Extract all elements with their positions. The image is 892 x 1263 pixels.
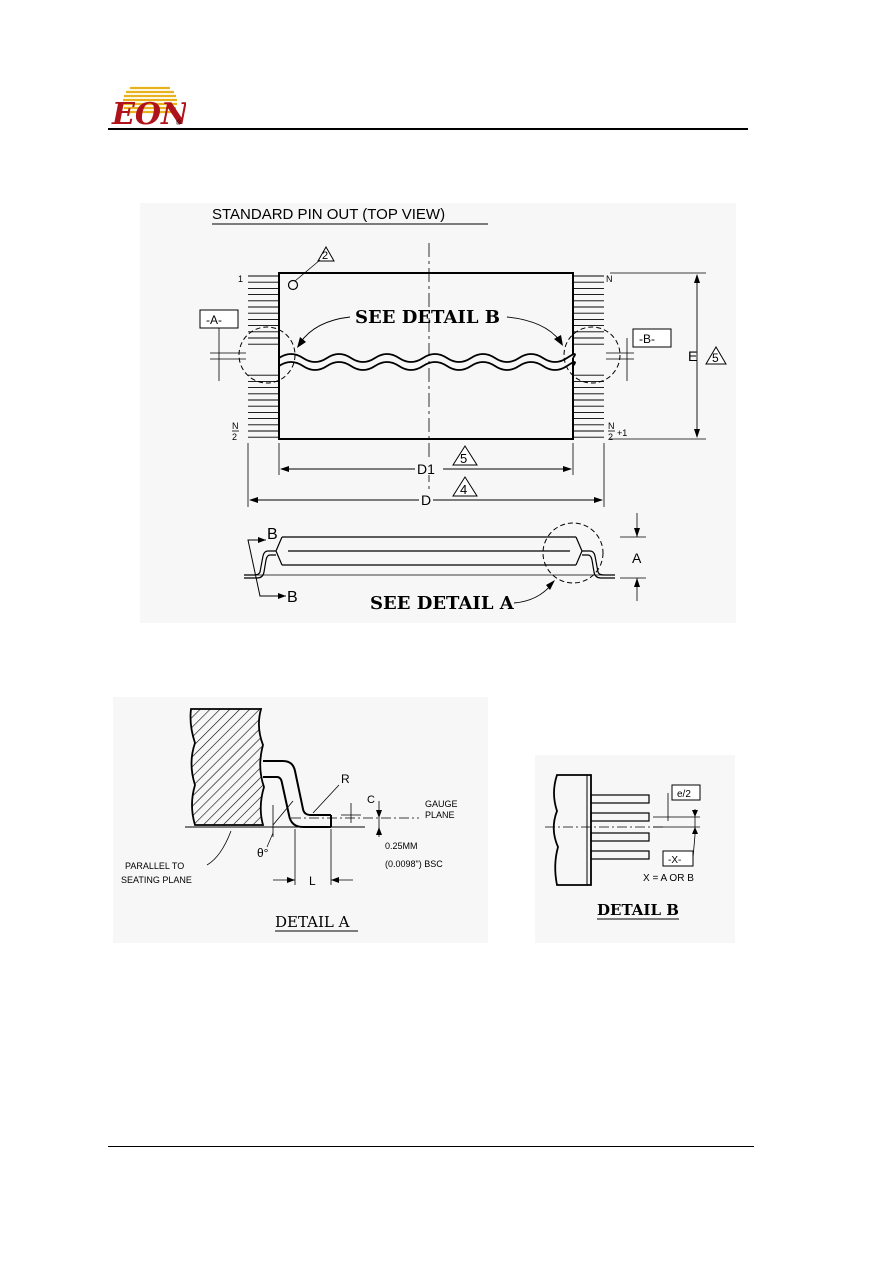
dim-d1-label: D1 — [417, 461, 435, 477]
pin-n-label: N — [606, 274, 613, 284]
note-2-label: 2 — [322, 250, 328, 262]
top-view-title: STANDARD PIN OUT (TOP VIEW) — [212, 206, 445, 223]
package-body-edge — [552, 774, 592, 886]
company-logo: EON ® — [108, 82, 190, 132]
detail-b-drawing: e/2 -X- X = A OR B DETAIL B — [535, 755, 735, 943]
pin-1-label: 1 — [238, 274, 243, 284]
detail-a-caption: DETAIL A — [275, 913, 350, 931]
dim-d-label: D — [421, 492, 431, 508]
pin-half-plus-suffix: +1 — [617, 428, 627, 438]
datum-b-label: -B- — [639, 332, 655, 346]
detail-b-caption: DETAIL B — [597, 901, 679, 919]
left-pins: (function(){ var g = document.currentScr… — [248, 275, 604, 438]
note-5-e-label: 5 — [712, 351, 719, 365]
parallel-line2: SEATING PLANE — [121, 875, 192, 885]
pin1-marker-icon — [287, 279, 299, 291]
footer-rule — [108, 1146, 754, 1147]
pin-half-num: N — [232, 421, 239, 431]
logo-text: EON — [111, 97, 186, 128]
header-rule — [108, 128, 748, 130]
dim-l-label: L — [309, 874, 316, 888]
pin-half-den: 2 — [232, 432, 237, 442]
sun-rays-icon — [123, 86, 177, 114]
see-detail-b-label: SEE DETAIL B — [355, 307, 500, 328]
registered-mark: ® — [176, 119, 182, 127]
theta-label: θ° — [257, 846, 269, 860]
section-b-top-label: B — [267, 526, 278, 543]
parallel-line1: PARALLEL TO — [125, 861, 184, 871]
note-5-d1-label: 5 — [460, 451, 467, 466]
gauge-dim-line2: (0.0098") BSC — [385, 859, 443, 869]
radius-label: R — [341, 772, 350, 786]
package-outline-drawing: STANDARD PIN OUT (TOP VIEW) (function(){… — [140, 203, 736, 623]
datum-x-label: -X- — [668, 855, 681, 866]
detail-b-pins — [590, 794, 650, 860]
e-half-label: e/2 — [677, 789, 691, 800]
side-view — [244, 536, 615, 579]
datum-x-note: X = A OR B — [643, 873, 694, 884]
dim-a-label: A — [632, 550, 642, 566]
section-b-bottom-label: B — [287, 589, 298, 606]
see-detail-a-label: SEE DETAIL A — [370, 593, 515, 614]
datum-a-label: -A- — [206, 313, 222, 327]
gauge-dim-line1: 0.25MM — [385, 841, 418, 851]
detail-a-drawing: θ° R C GAUGE PLANE 0.25MM (0.0098") BSC … — [113, 697, 488, 943]
c-label: C — [367, 794, 375, 806]
gauge-plane-line1: GAUGE — [425, 799, 458, 809]
dim-e-label: E — [688, 348, 697, 364]
note-4-label: 4 — [460, 482, 467, 497]
gauge-plane-line2: PLANE — [425, 810, 455, 820]
package-body-section — [189, 708, 265, 826]
pin-half-plus-num: N — [608, 421, 615, 431]
pin-half-plus-den: 2 — [608, 432, 613, 442]
